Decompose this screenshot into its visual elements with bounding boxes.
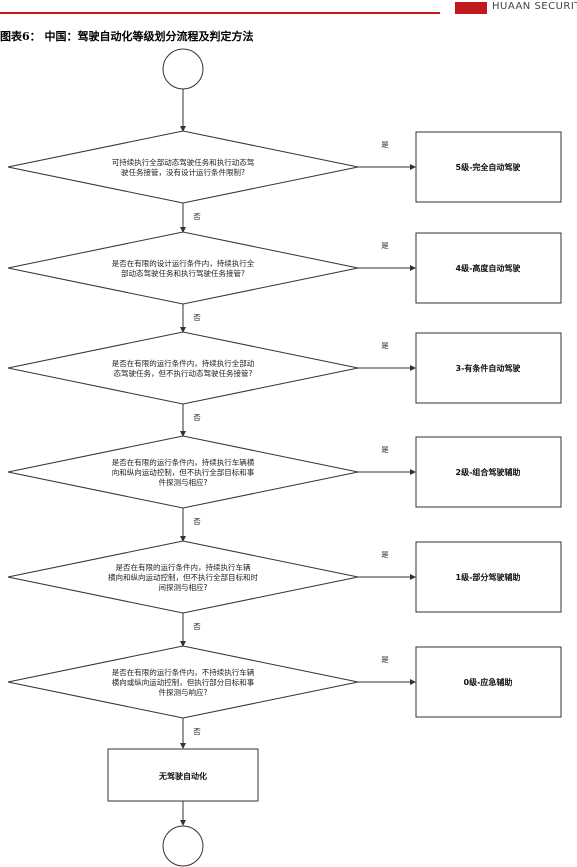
end-terminator — [162, 825, 204, 867]
logo-text: HUAAN SECURITIES — [492, 1, 577, 12]
decision-text: 向和纵向运动控制，但不执行全部目标和事 — [112, 467, 255, 477]
decision-text: 是否在有限的运行条件内，持续执行车辆横 — [112, 457, 255, 467]
decision-text: 横向或纵向运动控制，但执行部分目标和事 — [112, 677, 255, 687]
decision-text: 是否在有限的设计运行条件内，持续执行全 — [112, 258, 255, 268]
no-label: 否 — [193, 413, 201, 422]
decision-diamond — [7, 331, 359, 405]
decision-text: 横向和纵向运动控制，但不执行全部目标和时 — [108, 572, 258, 582]
result-label: 4级-高度自动驾驶 — [456, 263, 522, 273]
decision-diamond — [7, 231, 359, 305]
result-box — [415, 646, 562, 718]
result-box — [415, 131, 562, 203]
result-box — [415, 436, 562, 508]
final-box — [107, 748, 259, 802]
decision-diamond — [7, 130, 359, 204]
start-terminator — [162, 48, 204, 90]
yes-label: 是 — [381, 140, 389, 149]
decision-text: 部动态驾驶任务和执行驾驶任务接管? — [121, 268, 245, 278]
header-rule — [0, 12, 440, 14]
decision-text: 可持续执行全部动态驾驶任务和执行动态驾 — [112, 157, 255, 167]
decision-text: 件探测与响应? — [159, 687, 208, 697]
decision-text: 间探测与相应? — [159, 582, 208, 592]
figure-title: 图表6： 中国：驾驶自动化等级划分流程及判定方法 — [0, 30, 254, 43]
final-label: 无驾驶自动化 — [158, 771, 207, 781]
no-label: 否 — [193, 212, 201, 221]
result-label: 0级-应急辅助 — [464, 677, 513, 687]
report-header: HUAAN SECURITIES — [0, 0, 577, 16]
decision-text: 态驾驶任务，但不执行动态驾驶任务接管? — [114, 368, 253, 378]
result-label: 5级-完全自动驾驶 — [456, 162, 522, 172]
decision-text: 件探测与相应? — [159, 477, 208, 487]
no-label: 否 — [193, 517, 201, 526]
decision-text: 是否在有限的运行条件内，持续执行全部动 — [112, 358, 255, 368]
yes-label: 是 — [381, 655, 389, 664]
yes-label: 是 — [381, 445, 389, 454]
yes-label: 是 — [381, 241, 389, 250]
decision-text: 是否在有限的运行条件内，不持续执行车辆 — [112, 667, 255, 677]
result-label: 2级-组合驾驶辅助 — [456, 467, 521, 477]
result-label: 3-有条件自动驾驶 — [456, 363, 522, 373]
result-box — [415, 232, 562, 304]
no-label: 否 — [193, 622, 201, 631]
result-box — [415, 541, 562, 613]
result-box — [415, 332, 562, 404]
yes-label: 是 — [381, 341, 389, 350]
yes-label: 是 — [381, 550, 389, 559]
result-label: 1级-部分驾驶辅助 — [456, 572, 521, 582]
logo-icon — [455, 2, 487, 14]
decision-text: 驶任务接管，没有设计运行条件限制? — [121, 167, 245, 177]
decision-text: 是否在有限的运行条件内，持续执行车辆 — [116, 562, 251, 572]
no-label: 否 — [193, 313, 201, 322]
no-label: 否 — [193, 727, 201, 736]
